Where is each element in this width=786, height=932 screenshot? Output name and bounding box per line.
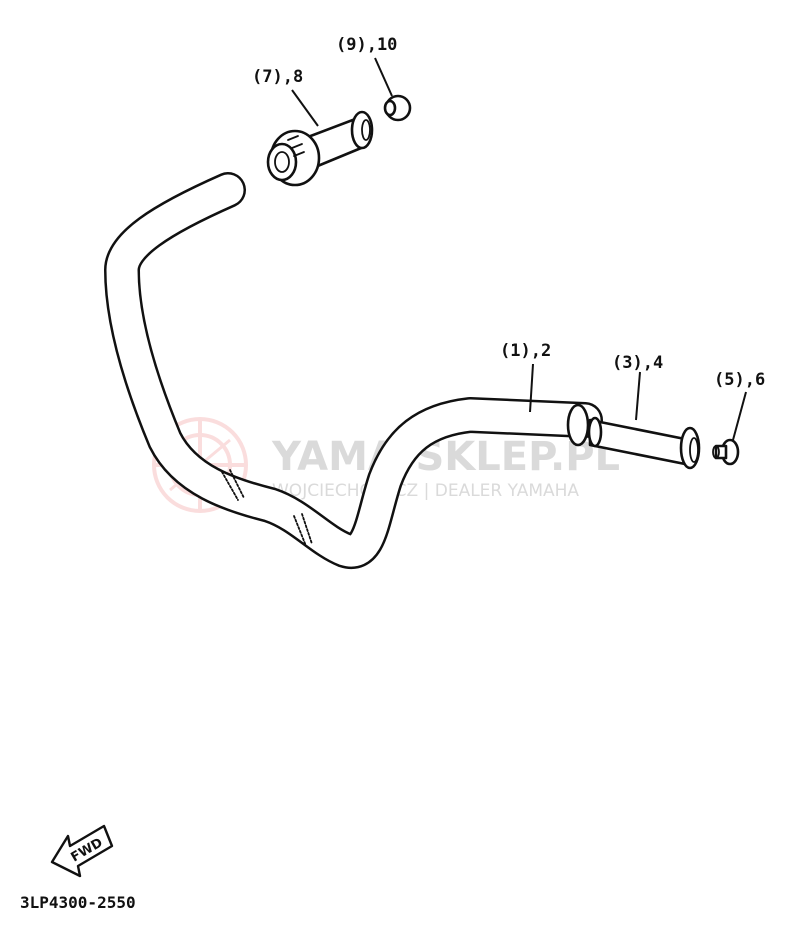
label-end-left: (5),6 [714, 370, 765, 390]
bar-end-cap-right [383, 94, 412, 122]
label-end-right: (9),10 [336, 35, 397, 55]
fwd-arrow-icon: FWD [50, 824, 114, 878]
watermark-title: YAMA-SKLEP.PL [271, 434, 620, 480]
knurl-band-right [293, 513, 313, 547]
knurl-band-left [221, 469, 245, 501]
diagram-code: 3LP4300-2550 [20, 893, 136, 912]
leader-end-left [732, 391, 747, 441]
handlebar-tube [104, 172, 603, 569]
leader-grip-right [291, 89, 319, 127]
leader-end-right [374, 57, 393, 97]
label-grip-right: (7),8 [252, 67, 303, 87]
bar-end-cap-left [712, 438, 740, 466]
leader-grip-left [635, 371, 641, 421]
label-grip-left: (3),4 [612, 353, 663, 373]
throttle-grip-part [266, 110, 374, 187]
watermark-subtitle: WOJCIECHOWICZ | DEALER YAMAHA [272, 481, 579, 501]
leader-handlebar [529, 363, 534, 413]
label-handlebar: (1),2 [500, 341, 551, 361]
grip-left-part [566, 403, 701, 470]
